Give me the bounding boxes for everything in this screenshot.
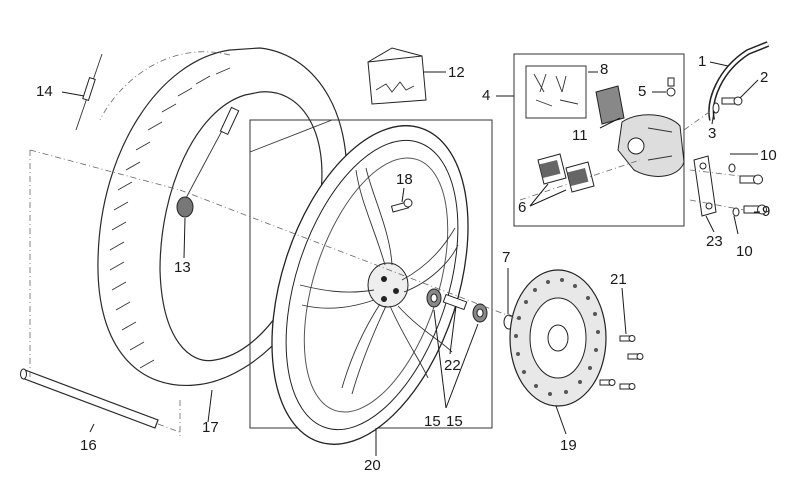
callout-16: 16	[80, 437, 97, 454]
callout-20: 20	[364, 457, 381, 474]
valve-insert	[75, 53, 103, 131]
rim-screw	[390, 198, 413, 213]
callout-22: 22	[444, 357, 461, 374]
callout-2: 2	[760, 69, 768, 86]
disc-holes	[514, 278, 600, 396]
callout-7: 7	[502, 249, 510, 266]
callout-4: 4	[482, 87, 490, 104]
callout-21: 21	[610, 271, 627, 288]
spacer	[442, 293, 468, 311]
callout-3: 3	[708, 125, 716, 142]
callout-18: 18	[396, 171, 413, 188]
callout-13: 13	[174, 259, 191, 276]
callout-5: 5	[638, 83, 646, 100]
callouts: 1 2 3 4 5 6 7 8 9 10 10 11 12 13 14 15 1…	[36, 53, 777, 474]
pad-kit-box	[525, 65, 587, 119]
caliper-bracket	[693, 155, 717, 217]
brake-pads	[537, 153, 595, 193]
callout-10a: 10	[760, 147, 777, 164]
axle	[20, 368, 183, 434]
callout-11: 11	[572, 127, 588, 144]
callout-1: 1	[698, 53, 706, 70]
rim	[271, 125, 469, 445]
valve	[176, 106, 240, 218]
callout-17: 17	[202, 419, 219, 436]
brake-disc	[509, 269, 607, 407]
callout-14: 14	[36, 83, 53, 100]
brake-hose	[708, 41, 770, 121]
callout-19: 19	[560, 437, 577, 454]
callout-15b: 15	[446, 413, 463, 430]
bearing-left	[426, 288, 442, 308]
callout-10b: 10	[736, 243, 753, 260]
callout-15a: 15	[424, 413, 441, 430]
bleed-screw	[666, 77, 676, 97]
assembly-lines	[29, 109, 745, 436]
brake-caliper	[617, 114, 685, 177]
bearing-right	[472, 303, 488, 323]
toolkit-bag	[367, 47, 427, 105]
caliper-box	[513, 53, 685, 227]
caliper-bolts	[728, 163, 767, 217]
leader-lines	[61, 61, 760, 456]
tyre-tread	[109, 67, 231, 369]
callout-6: 6	[518, 199, 526, 216]
callout-12: 12	[448, 64, 465, 81]
rim-spokes	[299, 167, 459, 395]
banjo-bolt	[712, 96, 743, 114]
disc-screws	[599, 335, 644, 390]
callout-23: 23	[706, 233, 723, 250]
callout-8: 8	[600, 61, 608, 78]
pad-kit-parts	[533, 73, 579, 107]
callout-9: 9	[762, 203, 770, 220]
pad-shim	[595, 85, 625, 125]
